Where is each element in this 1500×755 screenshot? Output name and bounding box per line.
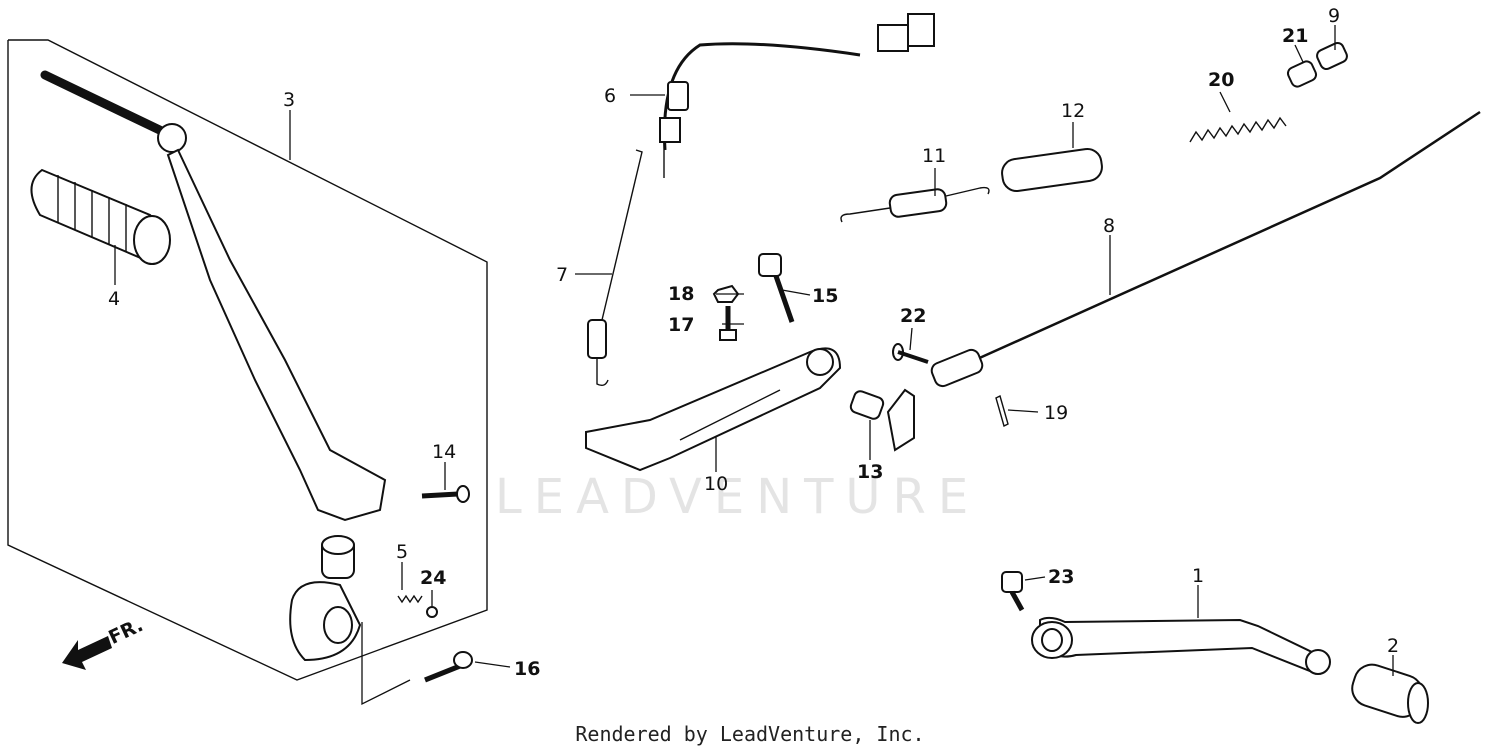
stop-switch-spring[interactable] xyxy=(587,149,643,387)
brake-arm[interactable] xyxy=(849,388,915,452)
kick-rubber[interactable] xyxy=(30,168,171,265)
callout-1: 1 xyxy=(1192,565,1204,587)
joint-9[interactable] xyxy=(1315,41,1349,71)
watermark-text: LEADVENTURE xyxy=(495,469,980,525)
spring-5[interactable] xyxy=(397,594,423,604)
callout-9: 9 xyxy=(1328,5,1340,27)
callout-numbers: 1 2 3 4 5 6 7 8 9 10 11 12 13 14 15 16 1… xyxy=(108,5,1399,680)
callout-2: 2 xyxy=(1387,635,1399,657)
collar-12[interactable] xyxy=(1000,147,1103,193)
callout-11: 11 xyxy=(922,145,946,167)
bolt-17[interactable] xyxy=(719,306,737,341)
callout-16: 16 xyxy=(514,658,540,680)
callout-19: 19 xyxy=(1044,402,1068,424)
bolt-14[interactable] xyxy=(421,485,470,503)
assembly-plane-outline xyxy=(7,39,488,681)
spring-20[interactable] xyxy=(1189,116,1287,143)
callout-4: 4 xyxy=(108,288,120,310)
front-direction-arrow: FR. xyxy=(62,614,147,670)
callout-15: 15 xyxy=(812,285,838,307)
callout-22: 22 xyxy=(900,305,926,327)
footer-credit: Rendered by LeadVenture, Inc. xyxy=(575,722,925,746)
gear-shift-pedal[interactable] xyxy=(1031,616,1331,675)
kick-lever-shaft xyxy=(40,70,175,140)
callout-6: 6 xyxy=(604,85,616,107)
brake-pedal[interactable] xyxy=(585,347,842,472)
kick-starter-boss[interactable] xyxy=(289,535,362,662)
callout-23: 23 xyxy=(1048,566,1074,588)
callout-12: 12 xyxy=(1061,100,1085,122)
bolt-16-bracket xyxy=(361,622,411,706)
pin-22[interactable] xyxy=(892,343,929,364)
bolt-15[interactable] xyxy=(758,253,795,323)
callout-10: 10 xyxy=(704,473,728,495)
cotter-pin-19[interactable] xyxy=(995,394,1009,428)
kick-lever-knob xyxy=(157,123,187,153)
callout-8: 8 xyxy=(1103,215,1115,237)
callout-14: 14 xyxy=(432,441,456,463)
return-spring[interactable] xyxy=(840,186,990,223)
front-direction-label: FR. xyxy=(105,614,146,649)
callout-18: 18 xyxy=(668,283,694,305)
bolt-23[interactable] xyxy=(1001,571,1025,612)
callout-20: 20 xyxy=(1208,69,1234,91)
stop-switch[interactable] xyxy=(659,13,935,178)
callout-13: 13 xyxy=(857,461,883,483)
callout-3: 3 xyxy=(283,89,295,111)
callout-7: 7 xyxy=(556,264,568,286)
bolt-16[interactable] xyxy=(424,651,473,683)
callout-5: 5 xyxy=(396,541,408,563)
leader-lines xyxy=(114,25,1394,676)
kick-lever-arm[interactable] xyxy=(166,148,387,522)
kick-starter-group xyxy=(7,39,488,706)
callout-17: 17 xyxy=(668,314,694,336)
ball-24[interactable] xyxy=(426,606,438,618)
callout-21: 21 xyxy=(1282,25,1308,47)
nut-21[interactable] xyxy=(1286,59,1318,88)
callout-24: 24 xyxy=(420,567,446,589)
brake-rod[interactable] xyxy=(929,110,1481,388)
gear-shift-rubber[interactable] xyxy=(1348,660,1429,724)
